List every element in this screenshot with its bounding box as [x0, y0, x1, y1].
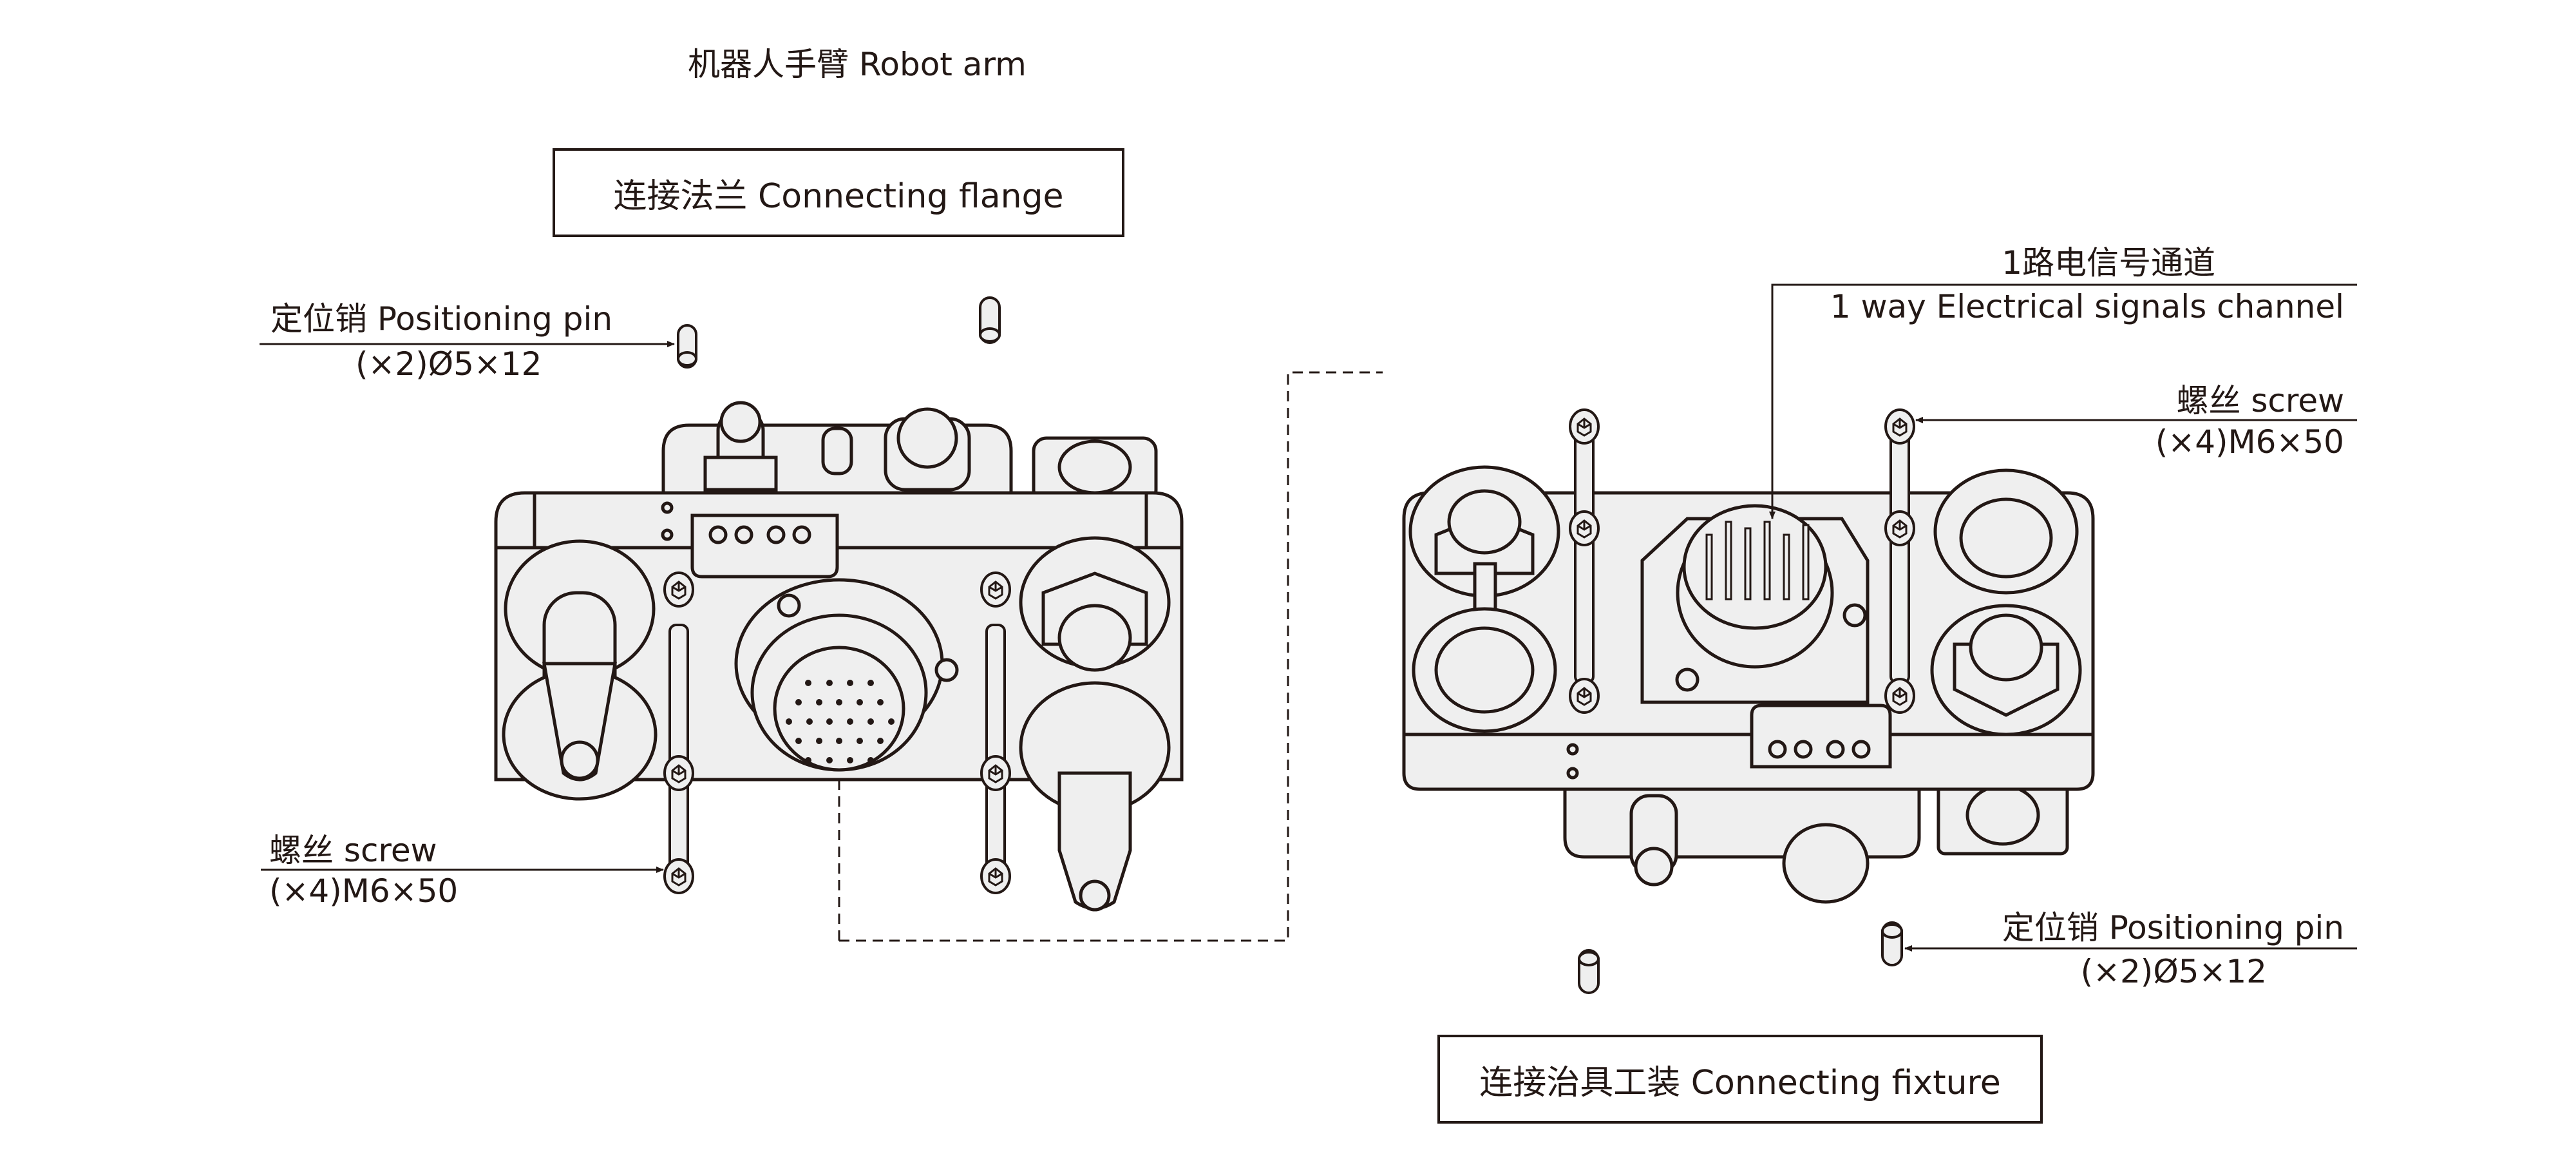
- left-screws: [668, 624, 1006, 884]
- connecting-fixture-label: 连接治具工装 Connecting fixture: [1479, 1063, 2001, 1102]
- connecting-flange-label: 连接法兰 Connecting flange: [613, 177, 1064, 216]
- screw-head-icon: [980, 858, 1011, 894]
- screw-head-icon: [663, 755, 694, 791]
- screw-head-icon: [663, 571, 694, 608]
- screw-right-name: 螺丝 screw: [2176, 382, 2344, 419]
- screw-head-icon: [980, 571, 1011, 608]
- screw-head-icon: [1884, 678, 1915, 714]
- pin-left-spec: (×2)Ø5×12: [355, 345, 542, 383]
- positioning-pins-bottom: [1578, 921, 1903, 994]
- connector-contacts: [1705, 521, 1810, 600]
- fixture-module: [1402, 465, 2095, 904]
- pin-right-name: 定位销 Positioning pin: [2002, 909, 2344, 946]
- positioning-pins-top: [677, 296, 1001, 369]
- connecting-fixture-box: 连接治具工装 Connecting fixture: [1437, 1035, 2043, 1124]
- connector-pins: [786, 680, 895, 763]
- screw-head-icon: [1569, 408, 1600, 445]
- flange-module: [494, 401, 1184, 912]
- screw-right-spec: (×4)M6×50: [2155, 423, 2344, 461]
- screw-head-icon: [1569, 678, 1600, 714]
- robot-arm-title: 机器人手臂 Robot arm: [688, 46, 1027, 83]
- screw-left-spec: (×4)M6×50: [269, 872, 459, 910]
- right-screws: [1574, 424, 1910, 684]
- screw-head-icon: [1569, 510, 1600, 546]
- dashed-channel-path: [838, 371, 1383, 942]
- connecting-flange-box: 连接法兰 Connecting flange: [553, 148, 1124, 237]
- screw-head-icon: [1884, 408, 1915, 445]
- pin-right-spec: (×2)Ø5×12: [2080, 953, 2267, 990]
- screw-left-name: 螺丝 screw: [269, 832, 437, 869]
- signal-channel-en: 1 way Electrical signals channel: [1830, 288, 2344, 325]
- leader-signal: [1769, 283, 2357, 519]
- signal-channel-cn: 1路电信号通道: [2002, 244, 2215, 282]
- screw-head-icon: [1884, 510, 1915, 546]
- screw-head-icon: [663, 858, 694, 894]
- screw-head-icon: [980, 755, 1011, 791]
- pin-left-name: 定位销 Positioning pin: [270, 300, 613, 338]
